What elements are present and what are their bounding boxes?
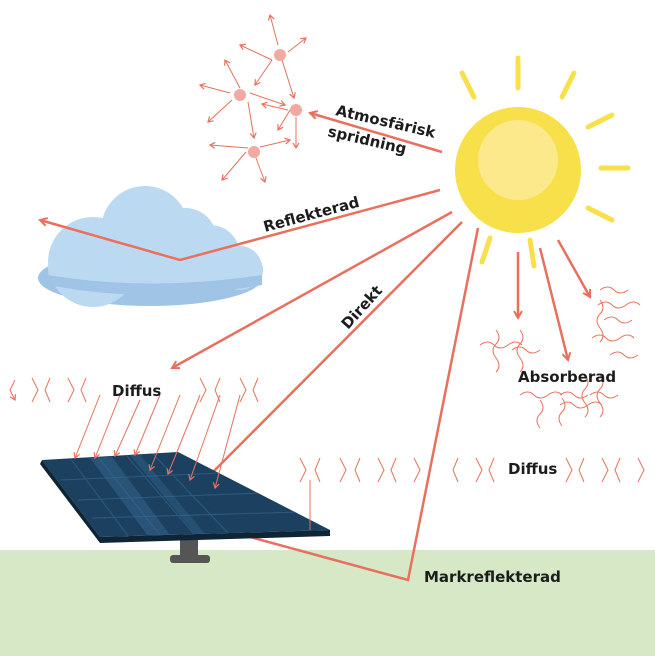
label-absorbed: Absorberad: [518, 368, 616, 386]
cloud-icon: [38, 186, 263, 307]
arrow-direct: [200, 221, 463, 485]
label-diffuse-right: Diffus: [508, 460, 557, 478]
arrow-absorbed-2: [538, 247, 568, 360]
arrow-absorbed-3: [556, 239, 592, 297]
arrow-atmospheric: [310, 113, 443, 154]
ground: [0, 550, 655, 656]
arrow-reflected: [40, 188, 441, 262]
sun-icon: [455, 55, 631, 269]
arrow-diffuse: [172, 210, 453, 370]
particle-icon: [234, 49, 302, 158]
absorbed-squiggles: [479, 286, 641, 429]
diffuse-zigzags-left: [9, 377, 259, 403]
diffuse-zigzags-right: [299, 457, 645, 483]
label-ground-reflected: Markreflekterad: [424, 568, 561, 586]
solar-panel-stand: [170, 535, 210, 563]
scattering-particles: [198, 13, 307, 184]
label-diffuse-left: Diffus: [112, 382, 161, 400]
diffuse-rays: [73, 394, 311, 530]
solar-panel-icon: [40, 452, 330, 543]
